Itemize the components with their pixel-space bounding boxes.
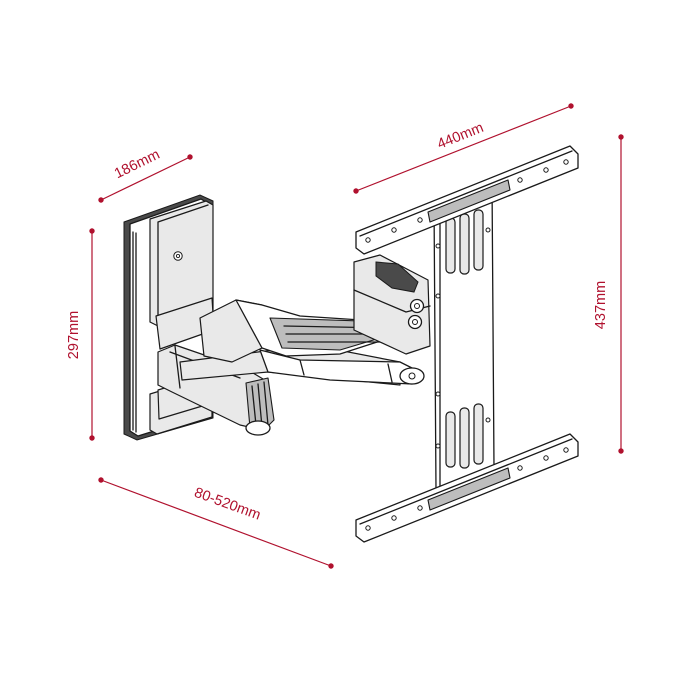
dimension-dot <box>98 197 104 203</box>
dimension-label-437mm: 437mm <box>593 281 609 329</box>
dimension-dot <box>618 134 624 140</box>
dimension-label-440mm: 440mm <box>435 120 486 153</box>
dimension-dot <box>98 477 104 483</box>
dimension-dot <box>568 103 574 109</box>
dimension-dot <box>89 435 95 441</box>
tilt-head <box>353 254 431 355</box>
top-horizontal-bar <box>355 145 579 255</box>
dimension-lines <box>89 103 624 569</box>
dimension-line-80-520mm <box>100 479 332 567</box>
dimension-line-440mm <box>355 105 572 192</box>
dimension-dot <box>353 188 359 194</box>
dimension-dot <box>328 563 334 569</box>
mount-line-art <box>123 145 579 543</box>
dimension-label-297mm: 297mm <box>66 311 82 359</box>
vertical-plate <box>433 179 495 491</box>
dimension-dot <box>618 448 624 454</box>
dimension-label-186mm: 186mm <box>112 147 162 183</box>
bottom-horizontal-bar <box>355 433 579 543</box>
dimension-line-186mm <box>100 156 191 201</box>
dimension-dot <box>187 154 193 160</box>
dimension-dot <box>89 228 95 234</box>
